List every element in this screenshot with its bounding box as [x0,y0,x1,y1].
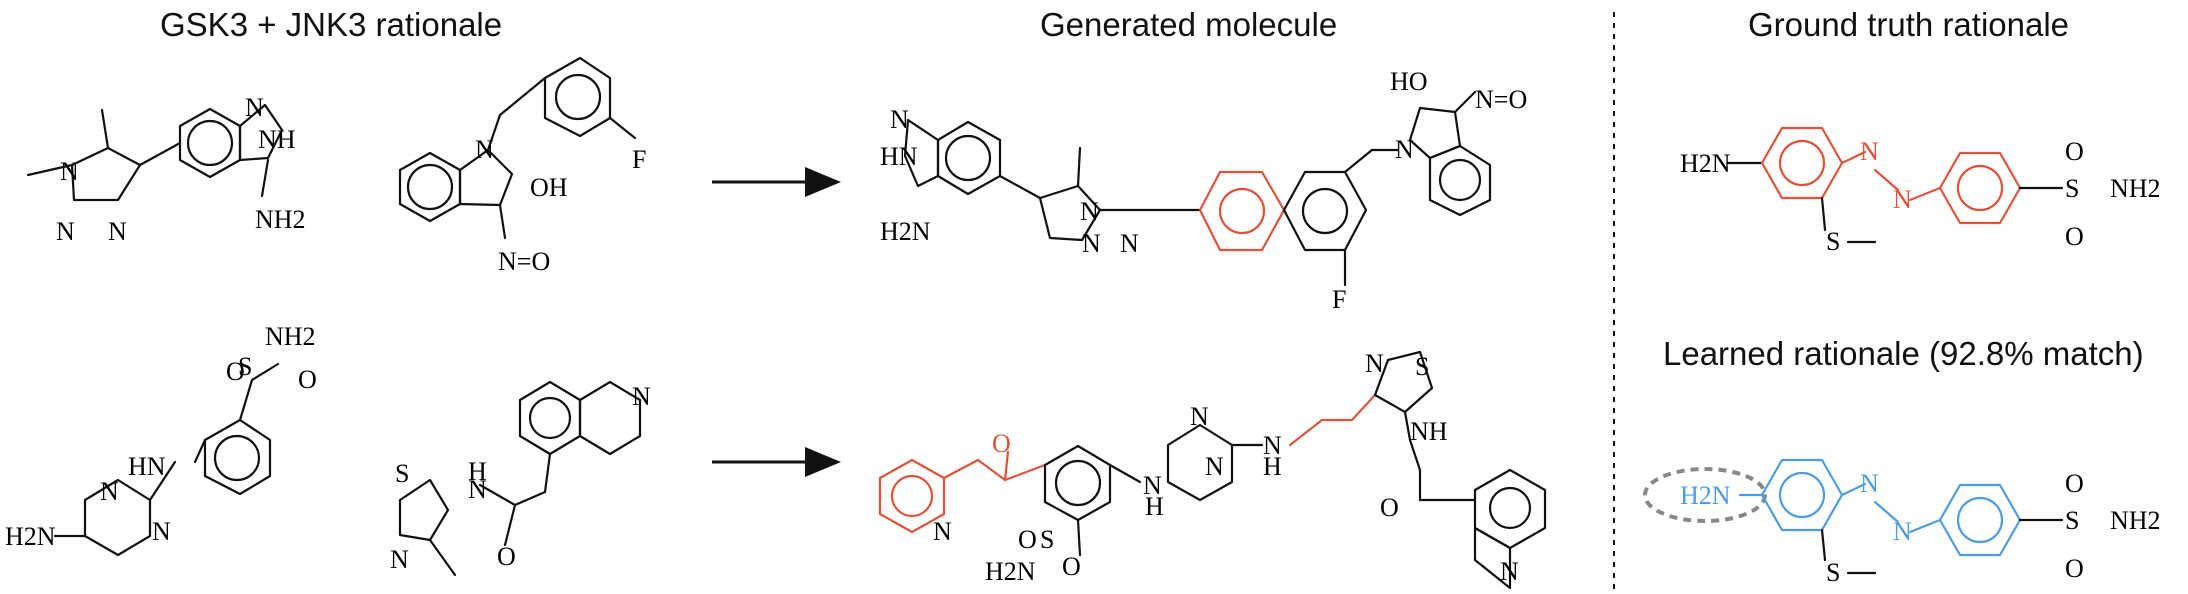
label-O-sulf-a2: O [298,365,317,394]
label-NH-a: NH [258,125,296,154]
label-N-learned1: N [1860,469,1879,498]
right-top-title: Ground truth rationale [1748,6,2070,43]
label-N-gen-thz: N [1365,349,1384,378]
generated-molecule-top [903,90,1492,287]
label-S-gt-methyl: S [1826,227,1840,256]
right-bottom-title: Learned rationale (92.8% match) [1663,335,2144,372]
ground-truth-rationale [1726,126,2064,244]
label-N-gen-a: N [890,105,909,134]
label-S-learned-sulf: S [2065,506,2079,535]
label-N-pyr-b: N [152,517,171,546]
label-S-sulf-a: S [238,352,252,381]
label-O-learned2: O [2065,554,2084,583]
label-NO-a: N=O [498,247,550,276]
label-O-gen-amide: O [1380,493,1399,522]
label-N-d: N [108,217,127,246]
label-N-gen-g: N [1263,431,1282,460]
molecule-indole-oxime [398,56,637,240]
label-HN-a: HN [128,452,166,481]
label-N-isoq-a: N [632,382,651,411]
label-O-gen-ketone: O [992,429,1011,458]
label-NH2-gt: NH2 [2110,174,2161,203]
molecule-aminopyrimidine-sulfonamide [53,362,280,557]
label-O-gt2: O [2065,222,2084,251]
label-HO-gen: HO [1390,67,1428,96]
label-H-gen-g: H [1263,452,1282,481]
label-NH-gen-amide: NH [1410,417,1448,446]
molecule-thiazole-isoquinoline [398,380,642,577]
label-N-gen-isoq: N [1500,557,1519,586]
label-S-gen-thz: S [1415,352,1429,381]
label-NH2-sulf-a: NH2 [265,322,316,351]
label-O-learned1: O [2065,469,2084,498]
label-N-gt1: N [1860,137,1879,166]
label-HN-gen-a: HN [880,142,918,171]
label-N-gen-f: N [1143,471,1162,500]
label-N-gen-pm1: N [1190,402,1209,431]
label-F-a: F [632,145,646,174]
label-N-thz-a: N [390,545,409,574]
label-O-amide-a: O [497,542,516,571]
label-N-pyr-a: N [100,477,119,506]
label-F-gen: F [1332,285,1346,314]
label-N-gen-d: N [1120,229,1139,258]
left-title: GSK3 + JNK3 rationale [160,6,503,43]
label-N-gt2: N [1893,185,1912,214]
label-N-indole: N [475,135,494,164]
label-NH2-a: NH2 [255,205,306,234]
label-O-gen-sulf1: O [1018,525,1037,554]
learned-rationale [1643,458,2064,575]
label-NO-gen: N=O [1475,85,1527,114]
label-H2N-gen-a: H2N [880,217,931,246]
label-N-learned2: N [1893,517,1912,546]
label-N-a: N [245,93,264,122]
label-H2N-gt: H2N [1680,149,1731,178]
learned-mismatch-ellipse [1643,467,1767,523]
label-N-gen-pyr: N [933,517,952,546]
label-S-gen-sulf: S [1040,525,1054,554]
label-H2N-learned: H2N [1680,481,1731,510]
label-O-gen-sulf2: O [1062,552,1081,581]
generated-molecule-bottom [878,350,1547,590]
label-H2N-gen-b: H2N [985,557,1036,586]
label-N-c: N [56,217,75,246]
label-H-gen-f: H [1145,492,1164,521]
label-H2N-a: H2N [5,522,56,551]
label-NH2-learned: NH2 [2110,506,2161,535]
label-O-gt1: O [2065,137,2084,166]
label-S-thz-a: S [395,459,409,488]
label-S-learned-methyl: S [1826,558,1840,587]
label-N-amide-a: N [468,475,487,504]
label-N-gen-b: N [1080,197,1099,226]
molecule-triazole-indazole [26,103,284,202]
label-H-amide-a: H [468,457,487,486]
label-N-gen-c: N [1082,229,1101,258]
label-OH-a: OH [530,173,568,202]
label-N-gen-pm2: N [1205,452,1224,481]
label-S-gt-sulf: S [2065,174,2079,203]
label-O-sulf-a1: O [226,357,245,386]
label-N-gen-e: N [1395,135,1414,164]
label-N-b: N [60,157,79,186]
middle-title: Generated molecule [1040,6,1338,43]
